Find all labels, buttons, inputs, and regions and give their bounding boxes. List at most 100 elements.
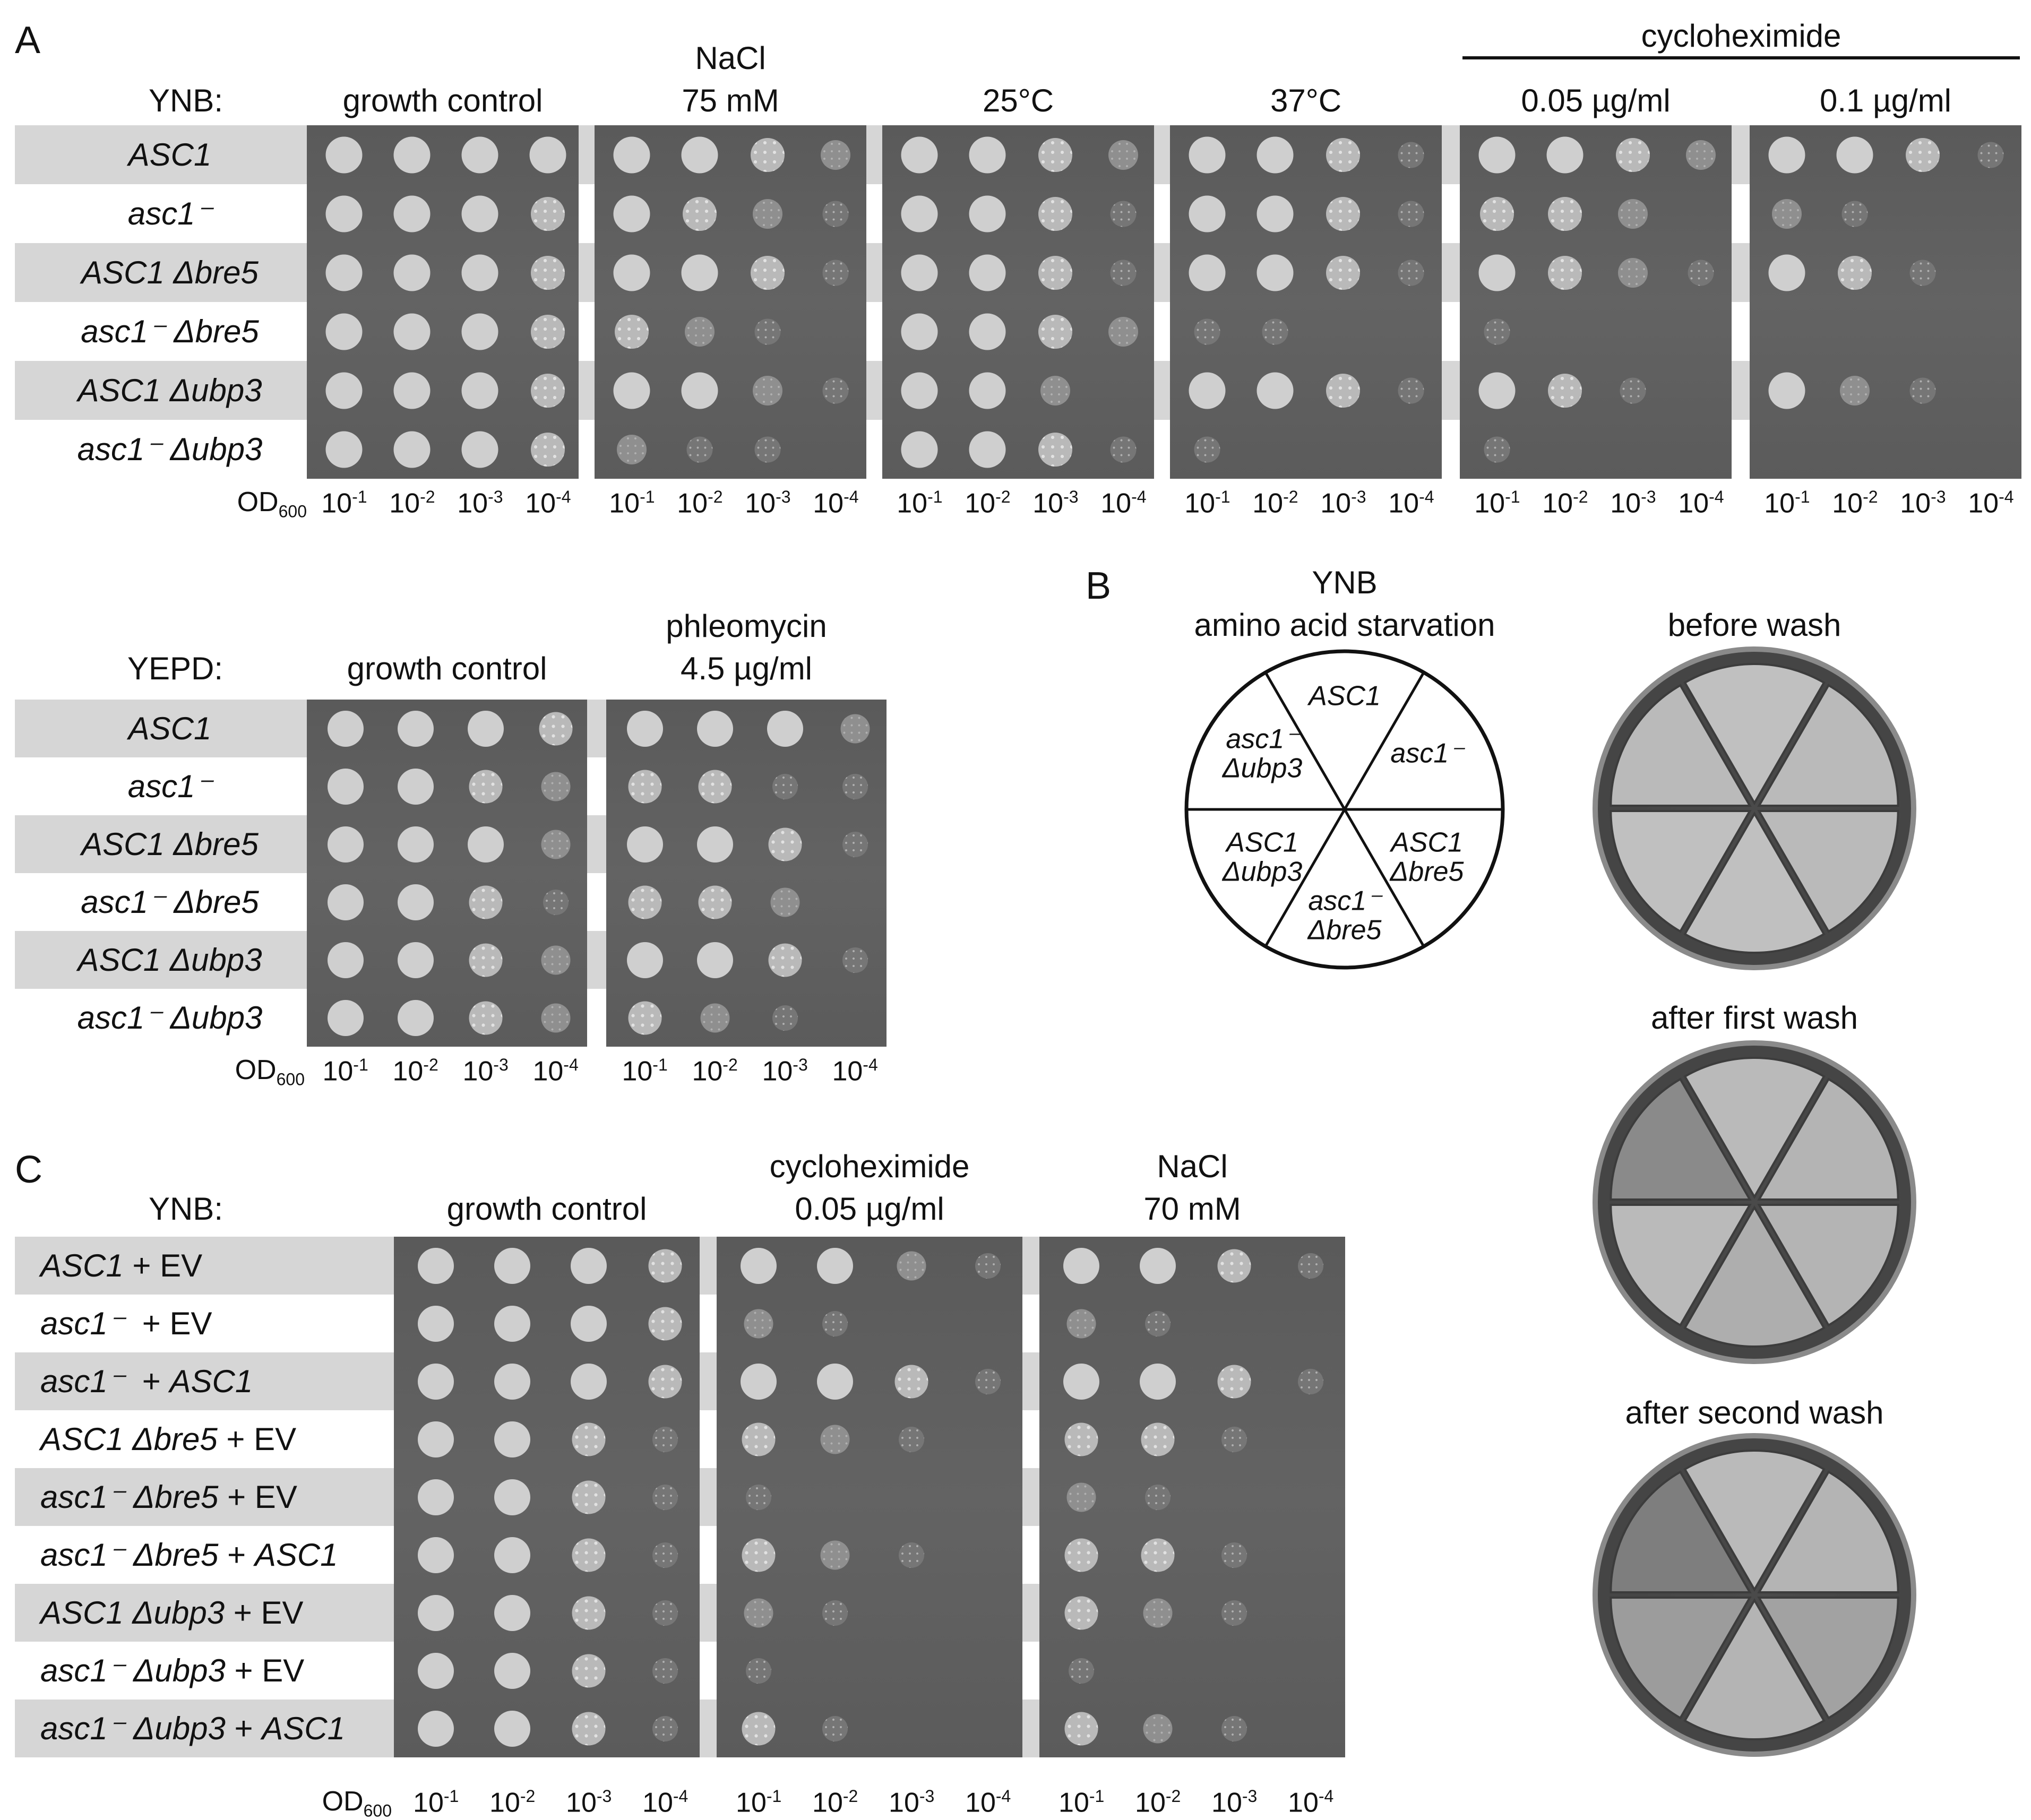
panelA2-dilution-tick-base: 10 [392, 1056, 424, 1087]
panelC-strain-label-0: ASC1 + EV [40, 1247, 203, 1283]
panelC-spot-r2-c0-d2 [571, 1363, 607, 1400]
panelC-strain-genotype-6: ASC1 Δubp3 [40, 1594, 225, 1631]
panelA2-plate-1 [606, 700, 887, 1047]
panelA-strain-label-5: asc1⁻ Δubp3 [77, 431, 263, 467]
panelA-dilution-tick-exp: -1 [927, 487, 943, 506]
panelC-condition-1-header-line2: 0.05 µg/ml [795, 1191, 944, 1227]
panelA-spot-r0-c0-d0 [325, 136, 363, 173]
agar-plate-2-wedge-2 [1757, 1597, 1899, 1720]
panelC-spot-r2-c2-d2 [1217, 1365, 1251, 1398]
panelC-spot-r0-c2-d1 [1140, 1247, 1176, 1284]
panelA2-dilution-tick-exp: -3 [793, 1055, 808, 1074]
panelA-dilution-tick-exp: -1 [640, 487, 655, 506]
panelA-spot-r0-c1-d1 [681, 136, 718, 173]
panelA-plate-3 [1170, 125, 1442, 479]
panelC-strain-suffix-0: + EV [123, 1247, 203, 1283]
panelA-dilution-tick-c0-d0: 10-1 [321, 488, 367, 517]
panelA-spot-r0-c4-d3 [1686, 140, 1716, 170]
panelC-spot-r8-c1-d0 [742, 1712, 776, 1745]
panelC-strain-genotype-5: asc1⁻ Δbre5 [40, 1537, 219, 1573]
panelC-spot-r8-c2-d2 [1221, 1715, 1247, 1741]
panelA2-spot-r0-c1-d1 [696, 710, 733, 747]
panelC-dilution-tick-exp: -4 [995, 1787, 1011, 1806]
cycloheximide-group-header: cycloheximide [1641, 18, 1841, 54]
panelC-strain-genotype-4: asc1⁻ Δbre5 [40, 1479, 219, 1515]
panelA-dilution-tick-exp: -1 [1215, 487, 1230, 506]
agar-plate-1-wedge-0 [1683, 1057, 1826, 1200]
panelA-dilution-tick-exp: -4 [556, 487, 571, 506]
panelA-dilution-tick-base: 10 [813, 488, 844, 519]
panelA-spot-r1-c2-d1 [969, 195, 1006, 232]
panelA-dilution-tick-base: 10 [525, 488, 556, 519]
panelC-dilution-tick-c2-d3: 10-4 [1288, 1788, 1333, 1816]
panelA-spot-r5-c1-d0 [617, 434, 647, 464]
panelA2-od-label: OD600 [235, 1056, 305, 1088]
panelA-dilution-tick-base: 10 [321, 488, 352, 519]
panelC-strain-suffix-4: + EV [218, 1479, 297, 1515]
panelA-spot-r4-c0-d1 [393, 372, 431, 409]
panelA-spot-r0-c3-d1 [1257, 136, 1294, 173]
panelA2-spot-r5-c0-d1 [397, 999, 434, 1036]
panel-letter-c: C [15, 1149, 42, 1191]
panelC-strain-genotype-7: asc1⁻ Δubp3 [40, 1652, 226, 1688]
panelC-spot-r8-c2-d1 [1143, 1714, 1173, 1743]
panelA-strain-label-3: asc1⁻ Δbre5 [81, 313, 259, 349]
panelC-strain-suffix-3: + EV [217, 1421, 297, 1457]
agar-plate-1-wedge-5 [1610, 1077, 1752, 1201]
panelA-spot-r0-c1-d0 [613, 136, 650, 173]
panelA2-spot-r4-c0-d2 [469, 943, 503, 977]
panelC-condition-0-header-line2: growth control [446, 1191, 647, 1227]
panelA-od-label: OD600 [237, 488, 307, 520]
panelC-dilution-tick-c0-d3: 10-4 [642, 1788, 688, 1816]
panelA-spot-r0-c2-d1 [969, 136, 1006, 173]
panelC-spot-r1-c0-d3 [648, 1307, 682, 1340]
panelA-spot-r3-c1-d2 [754, 318, 781, 344]
panelA-spot-r2-c4-d0 [1478, 254, 1516, 291]
panelA-condition-1-header-line2: 75 mM [682, 83, 779, 118]
panelC-spot-r4-c2-d1 [1145, 1484, 1171, 1510]
panelA-dilution-tick-c3-d0: 10-1 [1184, 488, 1230, 517]
panelC-spot-r6-c1-d1 [822, 1600, 848, 1626]
plate-layout-wedge-5-line2: Δubp3 [1222, 753, 1303, 783]
panelC-dilution-tick-c1-d0: 10-1 [736, 1788, 781, 1816]
panelA2-spot-r2-c1-d3 [842, 831, 868, 857]
panelA-spot-r0-c2-d2 [1038, 137, 1073, 172]
panelA-dilution-tick-c0-d2: 10-3 [457, 488, 503, 517]
panelA-plate-1 [595, 125, 866, 479]
panelA-dilution-tick-exp: -1 [1795, 487, 1810, 506]
panelA2-dilution-tick-exp: -1 [353, 1055, 368, 1074]
panelC-strain-suffix-2: + [124, 1363, 170, 1399]
panelA-dilution-tick-base: 10 [1764, 488, 1795, 519]
panelA-spot-r2-c4-d2 [1618, 257, 1648, 288]
panelA2-dilution-tick-exp: -2 [423, 1055, 438, 1074]
panelC-plate-0 [394, 1237, 700, 1757]
panelA2-spot-r1-c0-d3 [541, 772, 571, 801]
panelC-spot-r5-c0-d0 [418, 1537, 454, 1573]
panelA-spot-r3-c0-d0 [325, 313, 363, 350]
panelA-dilution-tick-base: 10 [677, 488, 708, 519]
panelC-spot-r4-c2-d0 [1066, 1482, 1096, 1512]
plate-layout-wedge-3-line1: asc1⁻ [1308, 885, 1381, 917]
panelC-strain-suffix-7: + EV [225, 1652, 305, 1688]
panelA-dilution-tick-c5-d0: 10-1 [1764, 488, 1810, 517]
panelA2-spot-r2-c0-d0 [327, 826, 364, 862]
panelC-spot-r5-c2-d0 [1064, 1538, 1098, 1572]
panelA-spot-r3-c0-d3 [531, 314, 565, 349]
panelA2-dilution-tick-c1-d2: 10-3 [762, 1056, 807, 1085]
panelA2-dilution-tick-c0-d1: 10-2 [392, 1056, 438, 1085]
panelA-spot-r5-c0-d1 [393, 431, 431, 468]
panelC-dilution-tick-exp: -1 [443, 1787, 459, 1806]
panelA-dilution-tick-base: 10 [1832, 488, 1863, 519]
panelC-strain-suffix-5: + [218, 1537, 255, 1573]
panelA-spot-r4-c1-d0 [613, 372, 650, 409]
panelA-spot-r1-c3-d3 [1398, 201, 1424, 227]
panelC-spot-r3-c2-d2 [1221, 1426, 1247, 1452]
panelA-spot-r0-c0-d1 [393, 136, 431, 173]
panelC-spot-r3-c0-d3 [652, 1426, 678, 1452]
panelA-dilution-tick-base: 10 [1968, 488, 1999, 519]
agar-plate-1-wedge-3 [1683, 1205, 1826, 1348]
panelA-dilution-tick-exp: -3 [776, 487, 791, 506]
panelC-plate-2 [1039, 1237, 1345, 1757]
panelC-dilution-tick-exp: -4 [1318, 1787, 1334, 1806]
